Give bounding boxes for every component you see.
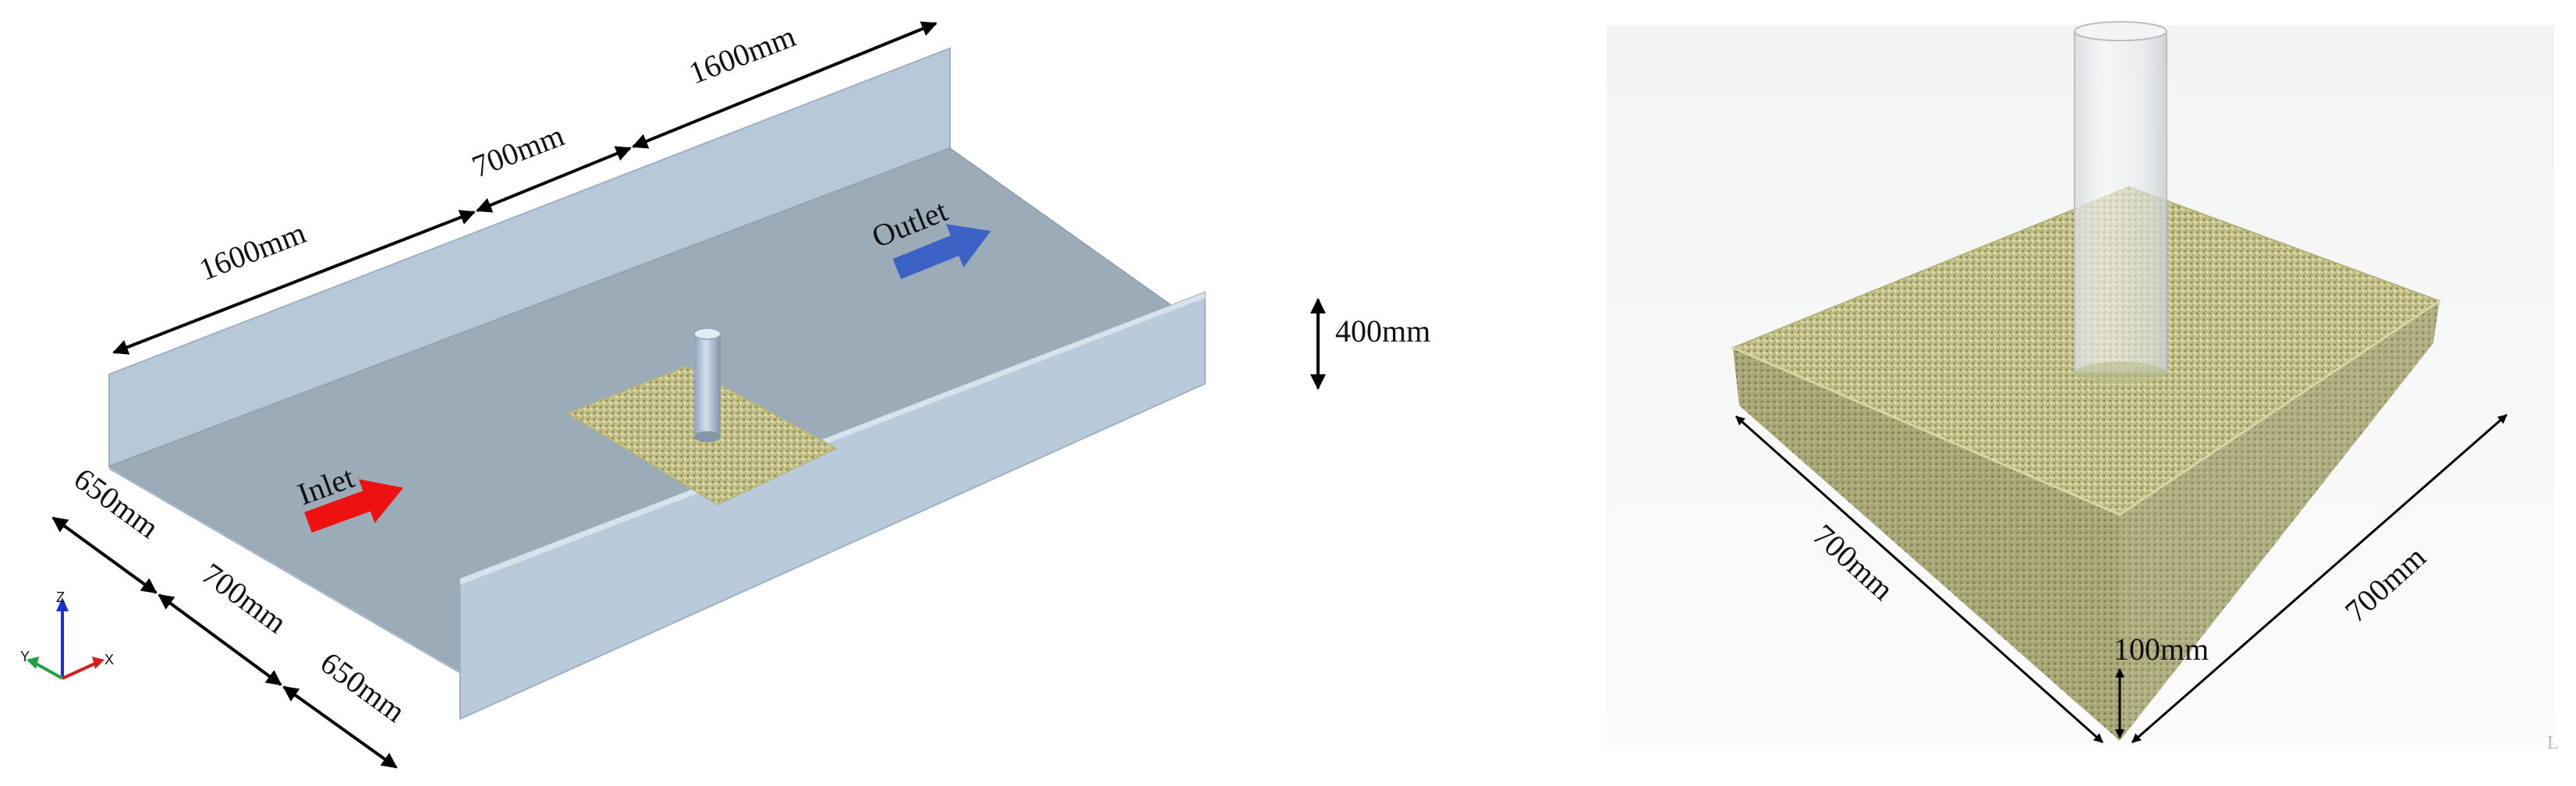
axis-y-head: [27, 657, 39, 669]
outlet-arrow-shape: [892, 224, 991, 279]
axis-x-line: [62, 661, 97, 680]
axis-z-label: Z: [56, 590, 65, 605]
dim-line-top-a: [112, 210, 476, 355]
dim-line-side-c: [282, 685, 398, 769]
axis-x-label: X: [105, 652, 114, 667]
axis-triad: Z X Y: [20, 590, 114, 680]
dim-side-c-label: 650mm: [314, 645, 412, 729]
dim-top-c-label: 1600mm: [684, 18, 800, 90]
dim-depth-label: 100mm: [2114, 632, 2209, 667]
dim-line-top-b: [476, 146, 632, 213]
sediment-bed-render: 700mm 700mm 100mm L: [1607, 21, 2559, 753]
axis-y-line: [34, 661, 63, 680]
front-wall-top: [460, 292, 1205, 585]
inlet-face: [109, 466, 460, 674]
pier-cylinder: [693, 328, 721, 442]
bed-front-edge: [1732, 299, 2440, 516]
corner-mark: L: [2547, 733, 2559, 753]
dim-height-label: 400mm: [1335, 313, 1430, 349]
inlet-arrow-shape: [304, 479, 404, 533]
dim-top-b-label: 700mm: [467, 118, 569, 185]
dim-top-a-label: 1600mm: [194, 214, 310, 287]
inlet-arrow: [304, 479, 404, 533]
dim-line-top-c: [632, 21, 937, 149]
transparent-pier: [2074, 21, 2167, 384]
axis-y-label: Y: [20, 649, 30, 664]
dim-line-left: [1735, 415, 2103, 744]
axis-z-head: [56, 597, 69, 611]
outlet-arrow: [892, 224, 991, 279]
dim-line-side-a: [51, 516, 158, 594]
dim-line-side-b: [158, 593, 282, 686]
axis-x-head: [92, 657, 105, 669]
dim-line-right: [2131, 413, 2507, 744]
dim-side-b-label: 700mm: [196, 556, 293, 640]
channel-diagram: Inlet Outlet 1600mm 700mm 1600mm 400mm 6…: [20, 18, 1430, 769]
